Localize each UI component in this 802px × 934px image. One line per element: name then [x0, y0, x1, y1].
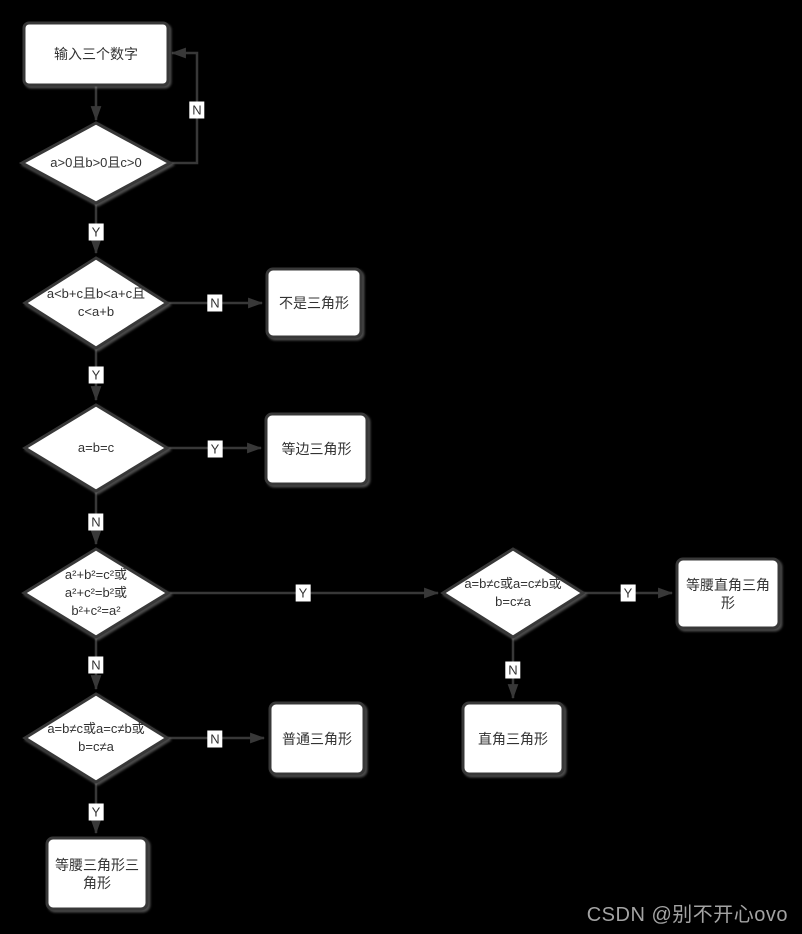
branch-label-loop-n: N [189, 101, 205, 119]
decision-isosceles-shape [22, 692, 170, 784]
branch-label-isoright-y: Y [620, 584, 636, 602]
decision-positive-shape [18, 121, 174, 205]
csdn-watermark: CSDN @别不开心ovo [586, 904, 788, 926]
shapes [18, 21, 781, 911]
decision-isosceles-right-shape [440, 547, 586, 639]
input-rect-shape [22, 21, 170, 87]
edges [90, 47, 674, 835]
equilateral-rect-shape [264, 412, 369, 486]
decision-equilateral-shape [22, 403, 170, 493]
isosceles-right-rect-shape [675, 557, 781, 630]
ordinary-rect-shape [268, 701, 366, 776]
decision-pythagorean-shape [21, 547, 171, 639]
branch-label-isosceles-n: N [207, 730, 223, 748]
branch-label-positive-y: Y [88, 223, 104, 241]
branch-label-pythagorean-y: Y [295, 584, 311, 602]
branch-label-pythagorean-n: N [88, 656, 104, 674]
isosceles-rect-shape [45, 836, 149, 911]
branch-label-equilateral-y: Y [207, 440, 223, 458]
right-triangle-rect-shape [461, 701, 565, 776]
branch-label-inequality-y: Y [88, 366, 104, 384]
branch-label-equilateral-n: N [88, 513, 104, 531]
branch-label-inequality-n: N [207, 294, 223, 312]
not-triangle-rect-shape [265, 267, 363, 339]
branch-label-isoright-n: N [505, 661, 521, 679]
branch-label-isosceles-y: Y [88, 803, 104, 821]
decision-inequality-shape [22, 256, 170, 350]
